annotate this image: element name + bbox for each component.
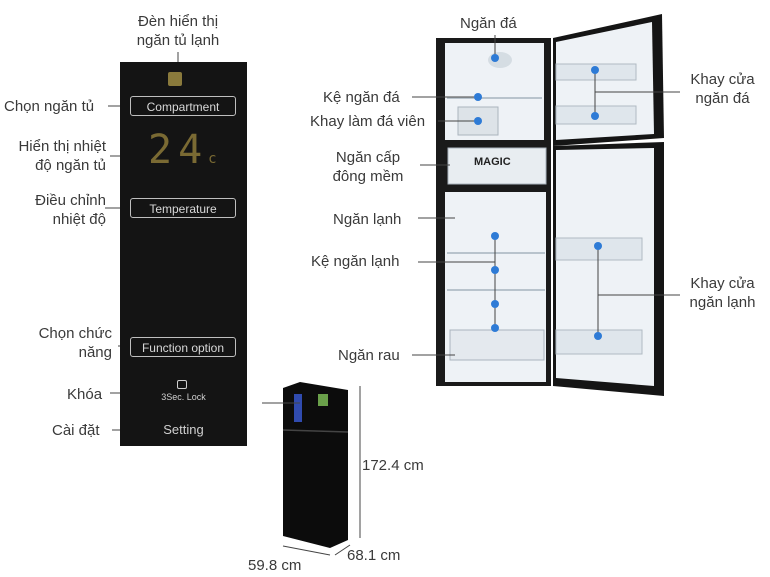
depth-dimension-line <box>334 544 351 556</box>
dot-ice-tray <box>474 117 482 125</box>
label-adjust-temp: Điều chỉnh nhiệt độ <box>0 191 106 229</box>
dot-fridge-shelf-1 <box>491 266 499 274</box>
soft-freeze-drawer <box>447 147 547 185</box>
label-width: 59.8 cm <box>248 557 302 574</box>
dot-fridge-door-2 <box>594 332 602 340</box>
label-freezer-shelf: Kệ ngăn đá <box>323 89 400 106</box>
dimension-lines <box>282 386 361 556</box>
label-depth: 68.1 cm <box>347 547 401 564</box>
fridge-leader-lines <box>412 35 680 356</box>
label-fridge-door-line1: Khay cửa <box>690 275 755 292</box>
closed-fridge-badge <box>318 394 328 406</box>
magic-drawer-label: MAGIC <box>474 156 511 168</box>
lock-caption: 3Sec. Lock <box>161 392 206 402</box>
label-fridge-shelf: Kệ ngăn lạnh <box>311 253 400 270</box>
closed-fridge-panel <box>294 394 302 422</box>
setting-button[interactable]: Setting <box>163 422 204 437</box>
function-option-button[interactable]: Function option <box>130 337 236 357</box>
dot-freezer-door-2 <box>591 112 599 120</box>
closed-fridge-split <box>282 429 349 433</box>
label-settings: Cài đặt <box>52 422 100 439</box>
label-function: Chọn chức năng <box>0 324 112 362</box>
temperature-readout: 24c <box>148 128 217 181</box>
temperature-value: 24 <box>148 127 209 173</box>
label-freezer-door-line1: Khay cửa <box>690 71 755 88</box>
label-soft-freeze-line2: đông mềm <box>332 168 404 185</box>
dot-fridge-door-1 <box>594 242 602 250</box>
lock-icon[interactable] <box>177 380 187 389</box>
label-freezer-door-tray: Khay cửa ngăn đá <box>675 70 770 108</box>
label-adjust-line2: nhiệt độ <box>52 211 106 228</box>
label-indicator: Đèn hiển thị ngăn tủ lạnh <box>118 12 238 50</box>
label-lock: Khóa <box>67 386 103 403</box>
closed-fridge-body <box>283 382 348 548</box>
label-fridge: Ngăn lạnh <box>333 211 402 228</box>
label-select-compartment: Chọn ngăn tủ <box>4 98 95 115</box>
crisper-drawer <box>449 329 545 361</box>
dot-freezer <box>491 54 499 62</box>
fridge-closed-illustration <box>282 382 349 548</box>
fridge-door-inner <box>556 148 654 386</box>
label-temp-display-line1: Hiển thị nhiệt <box>18 138 106 155</box>
label-fridge-door-tray: Khay cửa ngăn lạnh <box>675 274 770 312</box>
dot-fridge <box>491 232 499 240</box>
width-dimension-line <box>282 545 331 556</box>
label-indicator-line1: Đèn hiển thị <box>137 13 219 30</box>
temperature-button[interactable]: Temperature <box>130 198 236 218</box>
control-panel: Compartment 24c Temperature Function opt… <box>120 62 247 446</box>
dot-fridge-shelf-3 <box>491 324 499 332</box>
label-freezer: Ngăn đá <box>460 15 517 32</box>
dot-fridge-shelf-2 <box>491 300 499 308</box>
label-soft-freeze-line1: Ngăn cấp <box>335 149 401 166</box>
label-soft-freeze: Ngăn cấp đông mềm <box>318 148 418 186</box>
label-ice-tray: Khay làm đá viên <box>310 113 426 130</box>
label-indicator-line2: ngăn tủ lạnh <box>136 32 220 49</box>
dot-freezer-door-1 <box>591 66 599 74</box>
label-temp-display-line2: độ ngăn tủ <box>35 157 106 174</box>
label-crisper: Ngăn rau <box>338 347 400 364</box>
fridge-open-illustration <box>436 14 664 396</box>
label-height: 172.4 cm <box>362 457 424 474</box>
label-function-line1: Chọn chức <box>38 325 112 342</box>
label-freezer-door-line2: ngăn đá <box>695 90 750 107</box>
compartment-indicator-light <box>168 72 182 86</box>
label-fridge-door-line2: ngăn lạnh <box>689 294 756 311</box>
temperature-unit: c <box>208 151 217 167</box>
compartment-button[interactable]: Compartment <box>130 96 236 116</box>
dot-freezer-shelf <box>474 93 482 101</box>
label-function-line2: năng <box>78 344 112 361</box>
label-temp-display: Hiển thị nhiệt độ ngăn tủ <box>0 137 106 175</box>
marker-dots <box>474 54 602 340</box>
label-adjust-line1: Điều chỉnh <box>35 192 106 209</box>
